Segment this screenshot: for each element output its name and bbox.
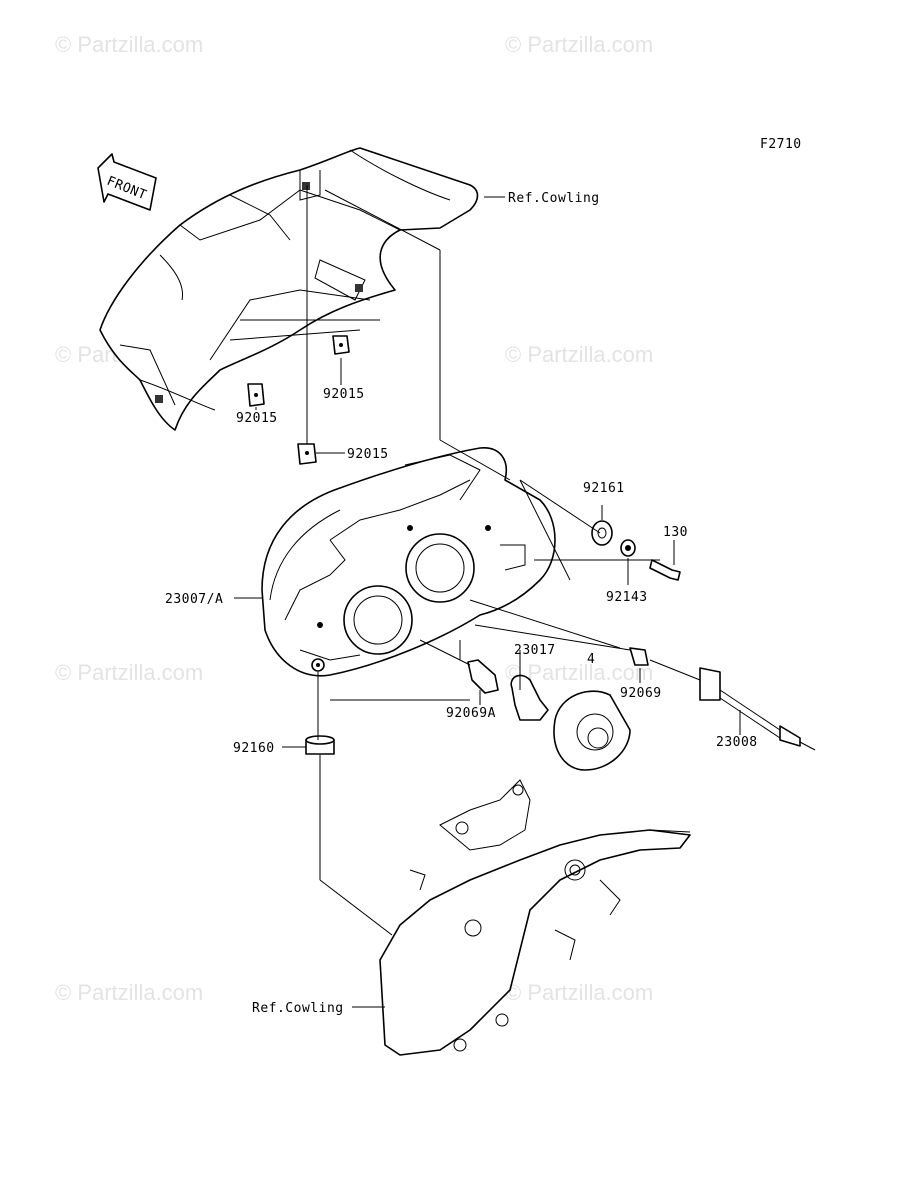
part-labels: Ref.Cowling 92015 92015 92015 92161 130 …	[165, 191, 758, 1016]
socket-23008	[699, 667, 816, 751]
label-4: 4	[587, 652, 595, 667]
watermark: © Partzilla.com	[55, 980, 203, 1005]
upper-cowling	[99, 147, 479, 431]
nut-92015-c	[297, 443, 317, 465]
headlight-assembly	[261, 447, 556, 677]
grommet-92160	[305, 735, 335, 755]
watermark: © Partzilla.com	[505, 32, 653, 57]
label-130: 130	[663, 525, 688, 540]
label-23017: 23017	[514, 643, 556, 658]
nut-92015-a	[332, 335, 350, 355]
label-92160: 92160	[233, 741, 275, 756]
label-92069: 92069	[620, 686, 662, 701]
watermark: © Partzilla.com	[505, 980, 653, 1005]
bulb-92069	[629, 647, 649, 666]
nut-92015-b	[247, 383, 265, 407]
label-ref-cowling-top: Ref.Cowling	[508, 191, 600, 206]
bulb-92069A	[467, 659, 499, 694]
label-92143: 92143	[606, 590, 648, 605]
watermarks: © Partzilla.com © Partzilla.com © Partzi…	[55, 32, 653, 1005]
grommet-92161	[591, 520, 613, 546]
watermark: © Partzilla.com	[55, 32, 203, 57]
bolt-130	[649, 559, 681, 581]
label-92069A: 92069A	[446, 706, 496, 721]
leader-lines	[234, 185, 741, 1008]
label-92015-c: 92015	[347, 447, 389, 462]
collar-92143	[620, 539, 636, 557]
label-92015-a: 92015	[323, 387, 365, 402]
cap-4	[553, 690, 631, 771]
front-arrow-icon: FRONT	[97, 153, 157, 211]
label-92161: 92161	[583, 481, 625, 496]
label-ref-cowling-bottom: Ref.Cowling	[252, 1001, 344, 1016]
label-23007A: 23007/A	[165, 592, 223, 607]
label-23008: 23008	[716, 735, 758, 750]
watermark: © Partzilla.com	[505, 342, 653, 367]
figure-code: F2710	[760, 137, 802, 152]
watermark: © Partzilla.com	[55, 660, 203, 685]
label-92015-b: 92015	[236, 411, 278, 426]
headlight-bracket	[379, 779, 691, 1056]
